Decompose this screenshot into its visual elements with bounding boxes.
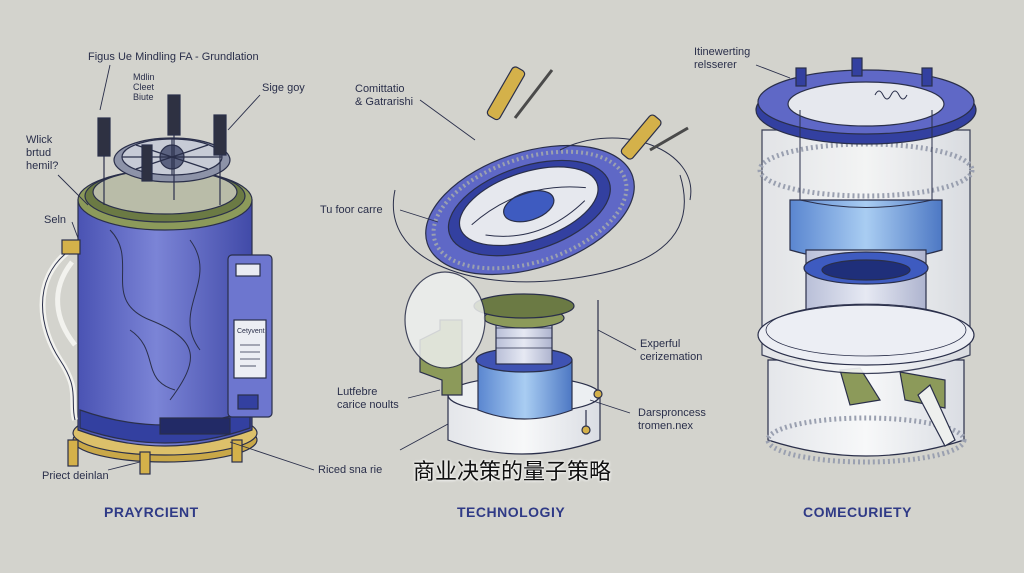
label-priect: Priect deinlan: [42, 470, 109, 482]
label-figus-title: Figus Ue Mindling FA - Grundlation: [88, 51, 259, 63]
caption-left: PRAYRCIENT: [104, 504, 199, 520]
label-lutfebre: Lutfebre carice noults: [337, 386, 399, 411]
center-device: [392, 66, 692, 455]
label-comittatio: Comittatio & Gatrarishi: [355, 83, 414, 108]
label-mdlin: Mdlin Cleet Biute: [133, 72, 155, 102]
label-seln: Seln: [44, 214, 67, 226]
label-itinewerting: Itinewerting relsserer: [694, 46, 751, 71]
label-experful: Experful cerizemation: [640, 338, 703, 363]
label-darspronce: Darsproncess tromen.nex: [638, 407, 706, 432]
label-tu-foor: Tu foor carre: [320, 204, 383, 216]
label-panel-text: Cetyvent: [237, 328, 265, 335]
right-device: [755, 57, 977, 465]
left-device: [39, 94, 273, 475]
caption-center: TECHNOLOGIY: [457, 504, 566, 520]
callout-lines: [57, 64, 791, 471]
subtitle-overlay: 商业决策的量子策略: [412, 460, 611, 485]
label-wlick: Wlick brtud hemil?: [26, 134, 59, 172]
label-riced: Riced sna rie: [318, 464, 383, 476]
label-sige-goy: Sige goy: [262, 82, 305, 94]
caption-right: COMECURIETY: [803, 504, 912, 520]
